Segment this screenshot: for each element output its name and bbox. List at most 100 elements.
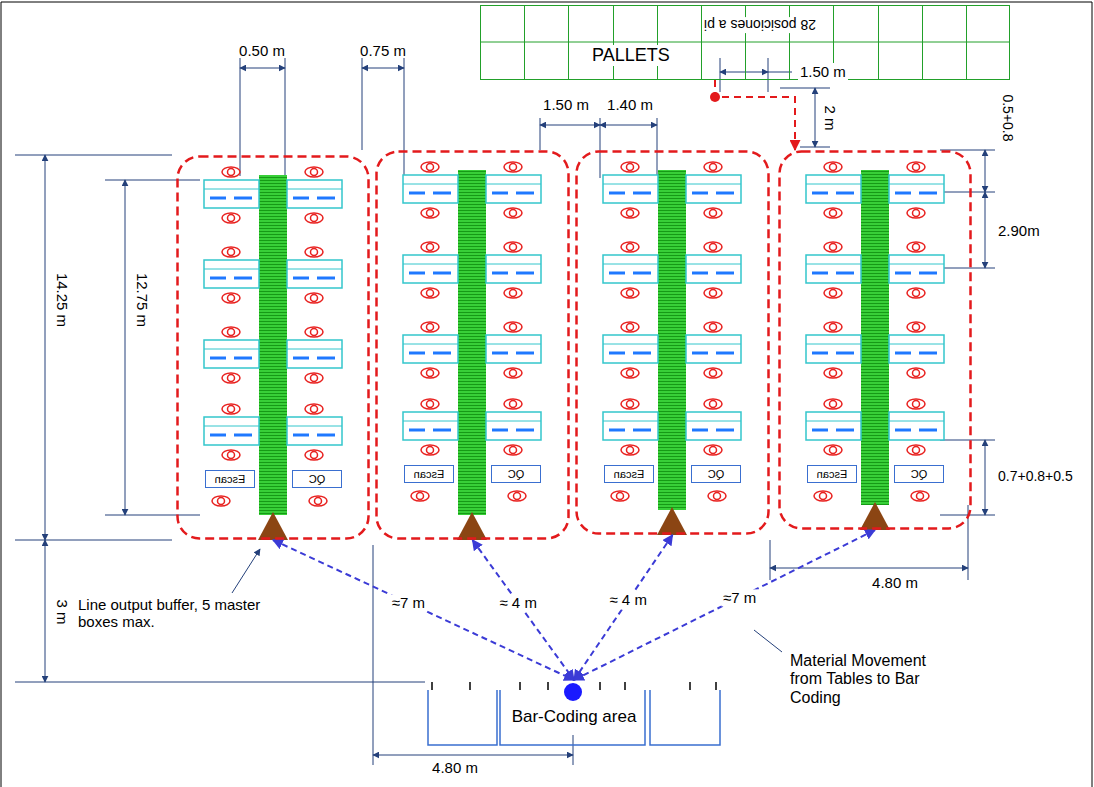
product-mark (234, 434, 252, 437)
dimension-line (540, 125, 600, 126)
operator-head (830, 210, 837, 217)
work-table (486, 175, 541, 203)
pallet-label: 28 posiciones a pi (702, 17, 818, 33)
operator-shoulders (824, 322, 842, 332)
table-edge (889, 264, 944, 265)
operator-shoulders (305, 327, 323, 337)
extension-line (780, 88, 830, 89)
extension-line (362, 58, 363, 150)
operator-head (417, 493, 424, 500)
operator-shoulders (907, 162, 925, 172)
product-mark (836, 352, 854, 355)
product-mark (609, 192, 625, 195)
distance-label: ≈ 4 m (497, 594, 538, 611)
extension-line (657, 118, 658, 178)
operator-shoulders (907, 399, 925, 409)
operator-shoulders (907, 322, 925, 332)
operator-head (710, 324, 717, 331)
operator-shoulders (704, 162, 722, 172)
dashed-region (577, 152, 769, 534)
leader-line (232, 549, 260, 593)
bin-tick (469, 682, 471, 690)
operator-head (627, 370, 634, 377)
pallet-border (481, 6, 1010, 80)
product-mark (492, 352, 508, 355)
work-table (603, 175, 658, 203)
dimension-line (985, 440, 986, 515)
operator-head (311, 329, 318, 336)
operator-head (510, 290, 517, 297)
dimension-line (600, 125, 657, 126)
operator-head (228, 295, 235, 302)
product-mark (317, 277, 335, 280)
material-route (715, 80, 795, 150)
work-table (806, 412, 861, 440)
pallet-column-line (613, 5, 614, 80)
pallet-label: PALLETS (590, 45, 672, 66)
distance-label: ≈7 m (390, 594, 427, 611)
operator-head (228, 452, 235, 459)
work-table (403, 335, 458, 363)
product-mark (234, 277, 252, 280)
operator-shoulders (621, 322, 639, 332)
operator-shoulders (824, 368, 842, 378)
operator-shoulders (824, 242, 842, 252)
dimension-label: 0.50 m (239, 42, 285, 59)
product-mark (919, 429, 937, 432)
product-mark (812, 429, 828, 432)
note-text: Material Movement from Tables to Bar Cod… (790, 652, 955, 707)
operator-head (510, 210, 517, 217)
operator-shoulders (611, 491, 629, 501)
product-mark (516, 272, 534, 275)
operator-head (627, 290, 634, 297)
region-node: EscanQC (575, 150, 770, 535)
distance-label: ≈ 4 m (607, 592, 648, 609)
product-mark (919, 352, 937, 355)
station-label: Escan (614, 468, 645, 481)
operator-head (627, 324, 634, 331)
operator-head (617, 493, 624, 500)
operator-shoulders (907, 368, 925, 378)
extension-line (940, 268, 995, 269)
operator-head (311, 249, 318, 256)
operator-head (714, 493, 721, 500)
extension-line (105, 515, 200, 516)
product-mark (433, 192, 451, 195)
operator-shoulders (305, 373, 323, 383)
product-mark (812, 352, 828, 355)
operator-shoulders (222, 213, 240, 223)
operator-head (427, 370, 434, 377)
operator-shoulders (824, 162, 842, 172)
operator-shoulders (704, 242, 722, 252)
table-edge (204, 426, 259, 427)
table-edge (806, 421, 861, 422)
operator-head (913, 210, 920, 217)
leader-line (754, 630, 782, 652)
extension-line (600, 118, 601, 178)
product-mark (609, 352, 625, 355)
operator-shoulders (222, 327, 240, 337)
dimension-line (985, 192, 986, 268)
operator-shoulders (309, 496, 327, 506)
operator-head (311, 295, 318, 302)
product-mark (409, 192, 425, 195)
dimension-label: 0.75 m (360, 42, 406, 59)
operator-shoulders (421, 445, 439, 455)
product-mark (633, 192, 651, 195)
work-table (806, 175, 861, 203)
product-mark (293, 357, 309, 360)
product-mark (317, 197, 335, 200)
extension-line (240, 58, 241, 176)
operator-head (917, 493, 924, 500)
product-mark (716, 429, 734, 432)
dimension-line (45, 155, 46, 540)
work-table (686, 175, 741, 203)
operator-shoulders (824, 445, 842, 455)
table-edge (403, 264, 458, 265)
product-mark (293, 434, 309, 437)
extension-line (573, 735, 574, 765)
product-mark (633, 272, 651, 275)
operator-shoulders (824, 288, 842, 298)
